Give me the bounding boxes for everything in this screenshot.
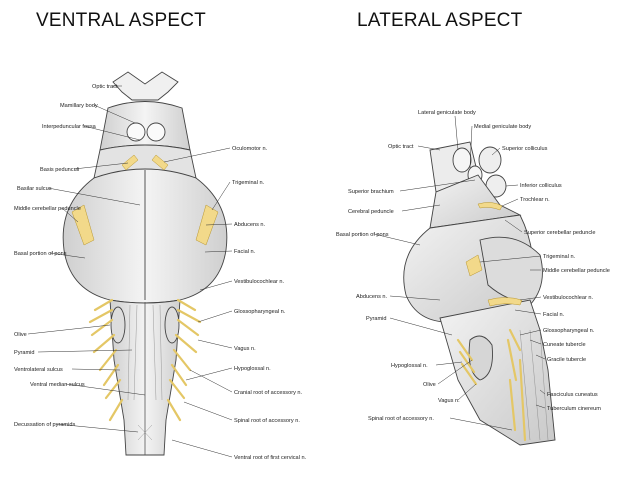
lateral-geniculate-body xyxy=(452,147,472,173)
label-ventral-median-sulcus: Ventral median sulcus xyxy=(30,382,85,388)
label-basal-portion-of-pons: Basal portion of pons xyxy=(14,251,67,257)
olive-left xyxy=(110,306,126,344)
label-cerebral-peduncle: Cerebral peduncle xyxy=(348,209,394,215)
hypothalamus-area xyxy=(99,101,191,151)
fasciculus-lines xyxy=(519,329,549,441)
pyramid-left xyxy=(127,304,138,401)
label-superior-brachium: Superior brachium xyxy=(348,189,394,195)
label-hypoglossal-nerve-lateral: Hypoglossal n. xyxy=(391,363,428,369)
label-basal-portion-of-pons-lateral: Basal portion of pons xyxy=(336,232,389,238)
label-vestibulocochlear-nerve-lateral: Vestibulocochlear n. xyxy=(543,295,594,301)
lateral-brainstem-drawing xyxy=(403,141,556,446)
lateral-medulla xyxy=(439,299,556,446)
trigeminal-nerve-left xyxy=(71,204,95,246)
label-superior-colliculus: Superior colliculus xyxy=(502,146,548,152)
lateral-aspect-heading: LATERAL ASPECT xyxy=(357,10,523,31)
label-facial-nerve-ventral: Facial n. xyxy=(234,249,256,255)
oculomotor-nerve-left xyxy=(121,154,139,171)
label-glossopharyngeal-nerve-lateral: Glossopharyngeal n. xyxy=(543,328,595,334)
ventral-right-labels: Oculomotor n. Trigeminal n. Abducens n. … xyxy=(232,146,307,461)
superior-colliculus xyxy=(478,146,502,174)
cranial-nerve-rootlets-left xyxy=(88,298,124,422)
label-trigeminal-nerve-ventral: Trigeminal n. xyxy=(232,180,265,186)
label-vagus-nerve-lateral: Vagus n. xyxy=(438,398,460,404)
mamillary-body-left xyxy=(126,122,146,142)
label-oculomotor-nerve: Oculomotor n. xyxy=(232,146,268,152)
ventral-aspect-heading: VENTRAL ASPECT xyxy=(36,10,206,31)
ventral-left-leaders xyxy=(27,85,146,433)
label-spinal-root-of-accessory-nerve-lateral: Spinal root of accessory n. xyxy=(368,416,434,422)
label-olive: Olive xyxy=(14,332,27,338)
label-decussation-of-pyramids: Decussation of pyramids xyxy=(14,422,75,428)
mamillary-body-right xyxy=(146,122,166,142)
label-inferior-colliculus: Inferior colliculus xyxy=(520,183,562,189)
label-ventrolateral-sulcus: Ventrolateral sulcus xyxy=(14,367,63,373)
label-fasciculus-cuneatus: Fasciculus cuneatus xyxy=(547,392,598,398)
trochlear-nerve xyxy=(477,202,503,211)
label-glossopharyngeal-nerve-ventral: Glossopharyngeal n. xyxy=(234,309,286,315)
lateral-right-labels: Inferior colliculus Trochlear n. Superio… xyxy=(520,183,610,412)
lateral-right-leaders xyxy=(479,184,546,409)
label-lateral-geniculate-body: Lateral geniculate body xyxy=(418,110,476,116)
olive-right xyxy=(164,306,180,344)
label-trochlear-nerve: Trochlear n. xyxy=(520,197,550,203)
facial-vestibulocochlear-lateral xyxy=(487,297,523,307)
ventral-brainstem-drawing xyxy=(62,71,228,456)
label-spinal-root-of-accessory-nerve-ventral: Spinal root of accessory n. xyxy=(234,418,300,424)
label-abducens-nerve-ventral: Abducens n. xyxy=(234,222,266,228)
label-middle-cerebellar-peduncle: Middle cerebellar peduncle xyxy=(14,206,81,212)
label-hypoglossal-nerve-ventral: Hypoglossal n. xyxy=(234,366,271,372)
lateral-left-leaders xyxy=(373,179,513,431)
decussation-of-pyramids xyxy=(137,424,153,441)
ventral-right-leaders xyxy=(163,147,233,458)
label-optic-tract-ventral: Optic tract xyxy=(92,84,118,90)
label-superior-cerebellar-peduncle: Superior cerebellar peduncle xyxy=(524,230,596,236)
label-facial-nerve-lateral: Facial n. xyxy=(543,312,565,318)
label-cuneate-tubercle: Cuneate tubercle xyxy=(543,342,586,348)
label-trigeminal-nerve-lateral: Trigeminal n. xyxy=(543,254,576,260)
cerebral-peduncle xyxy=(429,174,522,229)
label-olive-lateral: Olive xyxy=(423,382,436,388)
oculomotor-nerve-right xyxy=(151,154,169,171)
lateral-top-leaders xyxy=(417,115,501,169)
label-optic-tract-lateral: Optic tract xyxy=(388,144,414,150)
ventral-left-labels: Optic tract Mamillary body Interpeduncul… xyxy=(14,84,118,428)
label-tuberculum-cinereum: Tuberculum cinereum xyxy=(547,406,601,412)
label-ventral-root-of-first-cervical-nerve: Ventral root of first cervical n. xyxy=(234,455,307,461)
label-pyramid-lateral: Pyramid xyxy=(366,316,387,322)
label-abducens-nerve-lateral: Abducens n. xyxy=(356,294,388,300)
label-mamillary-body: Mamillary body xyxy=(60,103,98,109)
label-vagus-nerve-ventral: Vagus n. xyxy=(234,346,256,352)
label-middle-cerebellar-peduncle-lateral: Middle cerebellar peduncle xyxy=(543,268,610,274)
lateral-top-labels: Lateral geniculate body Medial geniculat… xyxy=(388,110,548,152)
cranial-nerve-rootlets-right xyxy=(166,298,202,422)
optic-chiasm xyxy=(112,71,179,101)
label-interpeduncular-fossa: Interpeduncular fossa xyxy=(42,124,97,130)
lateral-nerve-rootlets xyxy=(456,328,527,442)
label-basis-pedunculi: Basis pedunculi xyxy=(40,167,79,173)
label-vestibulocochlear-nerve-ventral: Vestibulocochlear n. xyxy=(234,279,285,285)
label-cranial-root-of-accessory-nerve: Cranial root of accessory n. xyxy=(234,390,303,396)
label-pyramid: Pyramid xyxy=(14,350,35,356)
trigeminal-nerve-lateral xyxy=(465,254,483,277)
label-medial-geniculate-body: Medial geniculate body xyxy=(474,124,531,130)
pyramid-right xyxy=(152,304,163,401)
middle-cerebellar-peduncle-lateral xyxy=(479,236,543,306)
lateral-left-labels: Superior brachium Cerebral peduncle Basa… xyxy=(336,189,460,422)
label-basilar-sulcus: Basilar sulcus xyxy=(17,186,52,192)
label-gracile-tubercle: Gracile tubercle xyxy=(547,357,586,363)
